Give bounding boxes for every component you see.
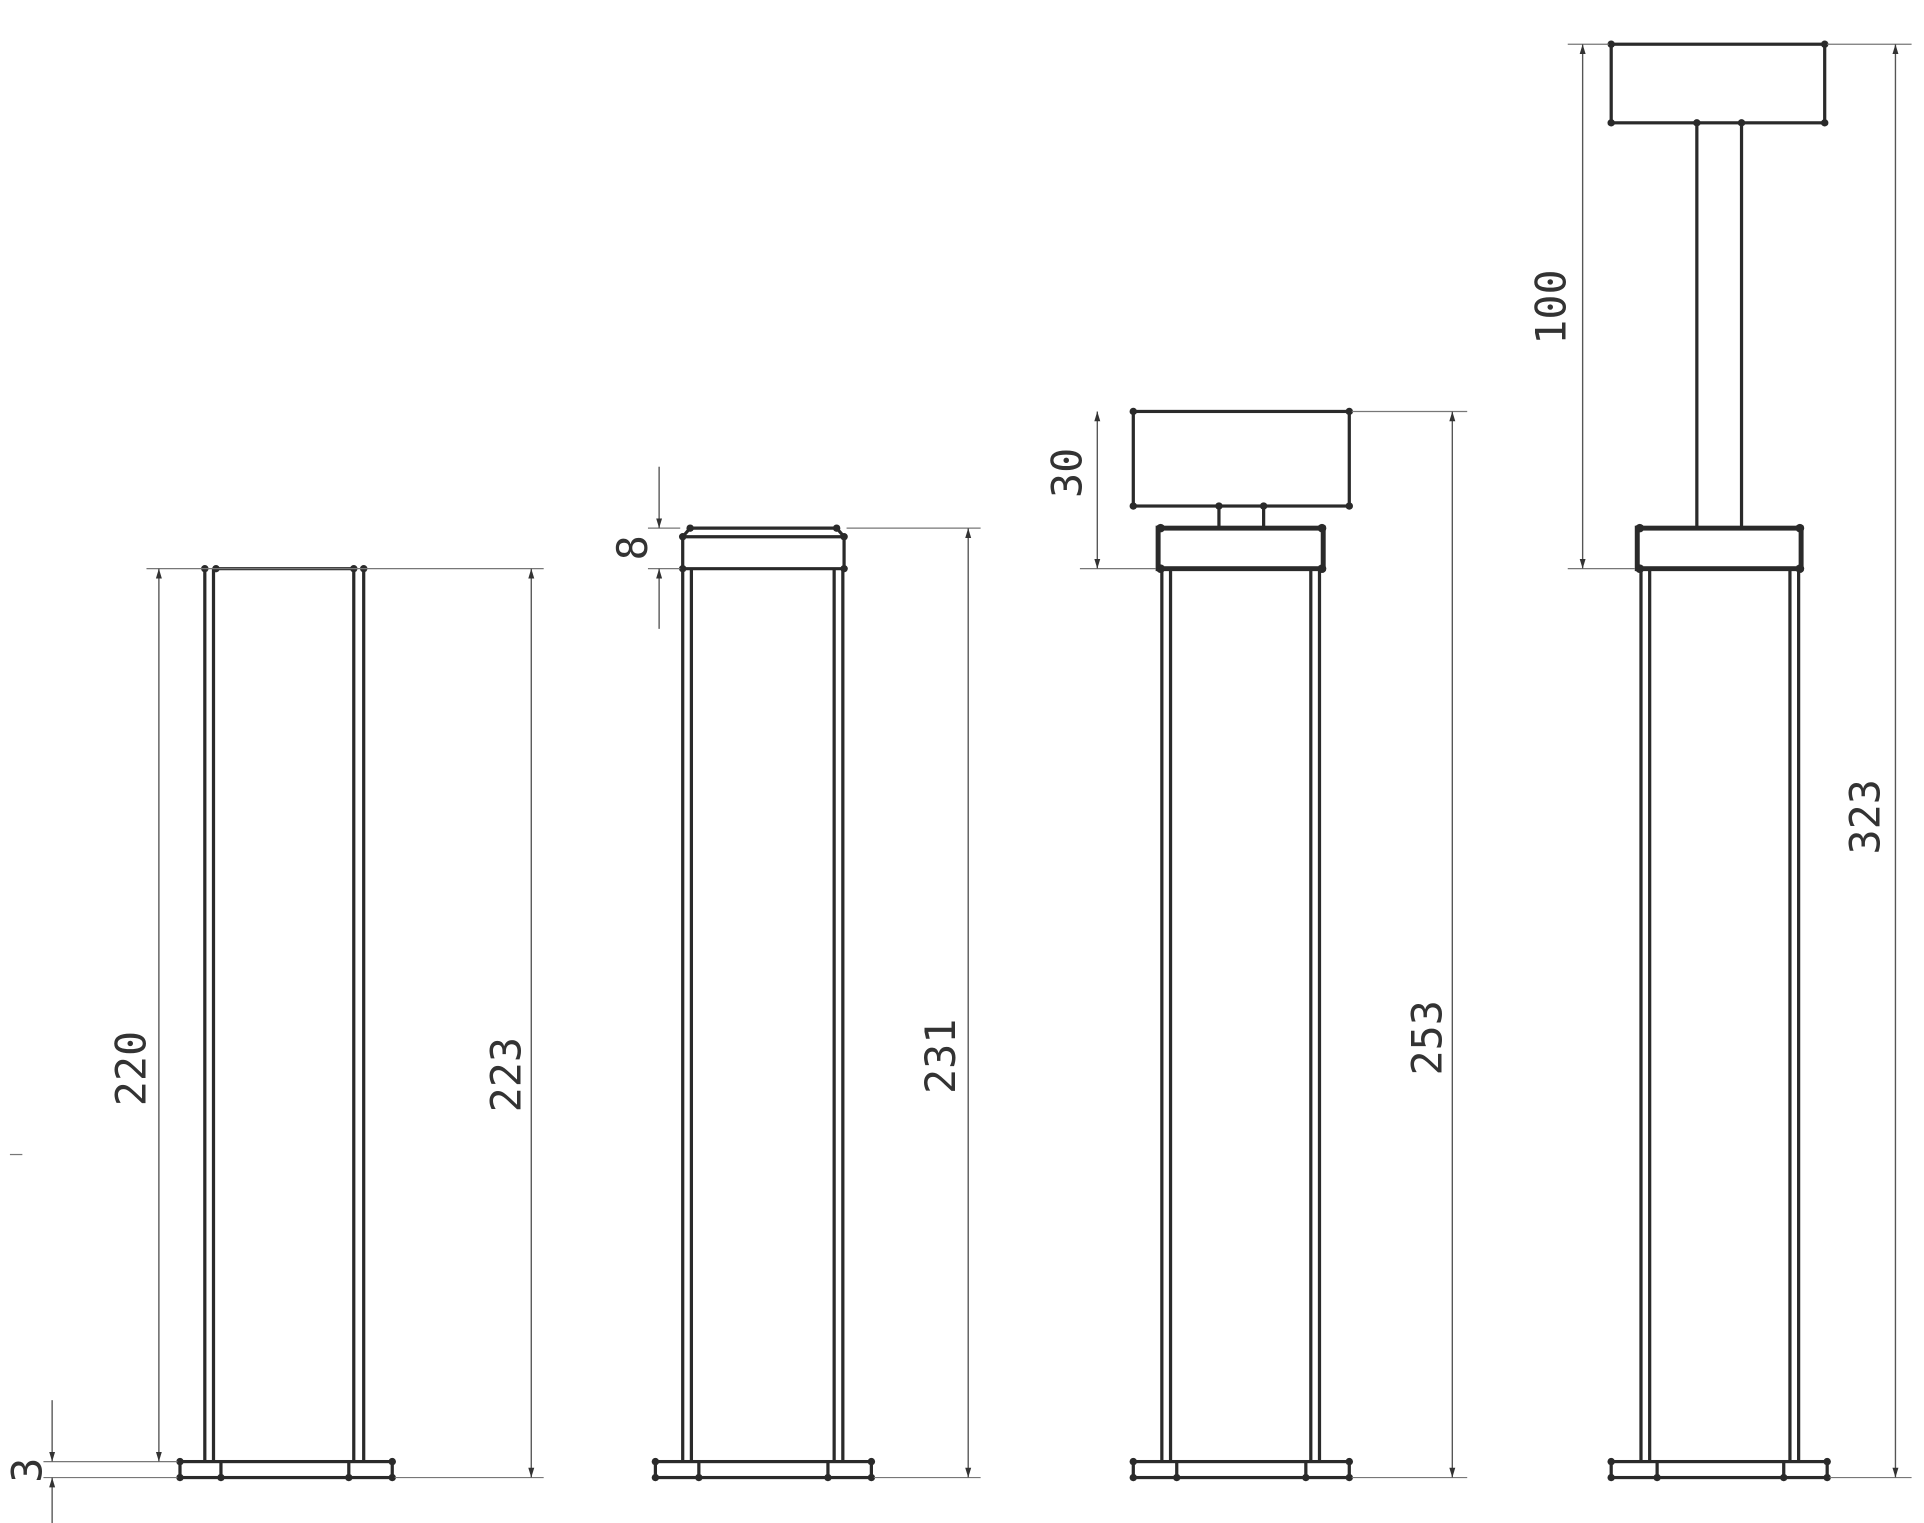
dimension-label: 8 — [608, 535, 657, 560]
dimension-label: 220 — [106, 1031, 155, 1106]
dimension-label: 3 — [2, 1458, 51, 1483]
dimension-label: 323 — [1840, 779, 1889, 854]
dimension-label: 30 — [1042, 448, 1091, 498]
dimension-label: 223 — [481, 1037, 530, 1112]
stand-1: 220 223 3 — [2, 564, 544, 1523]
stand-4: 100 323 — [1526, 40, 1912, 1482]
dimension-label: 100 — [1526, 269, 1575, 344]
stand-3: 30 253 — [1042, 407, 1468, 1482]
dimension-label: 231 — [916, 1019, 965, 1094]
dimension-label: 253 — [1402, 1000, 1451, 1075]
stand-2: 8 231 — [608, 466, 981, 1482]
